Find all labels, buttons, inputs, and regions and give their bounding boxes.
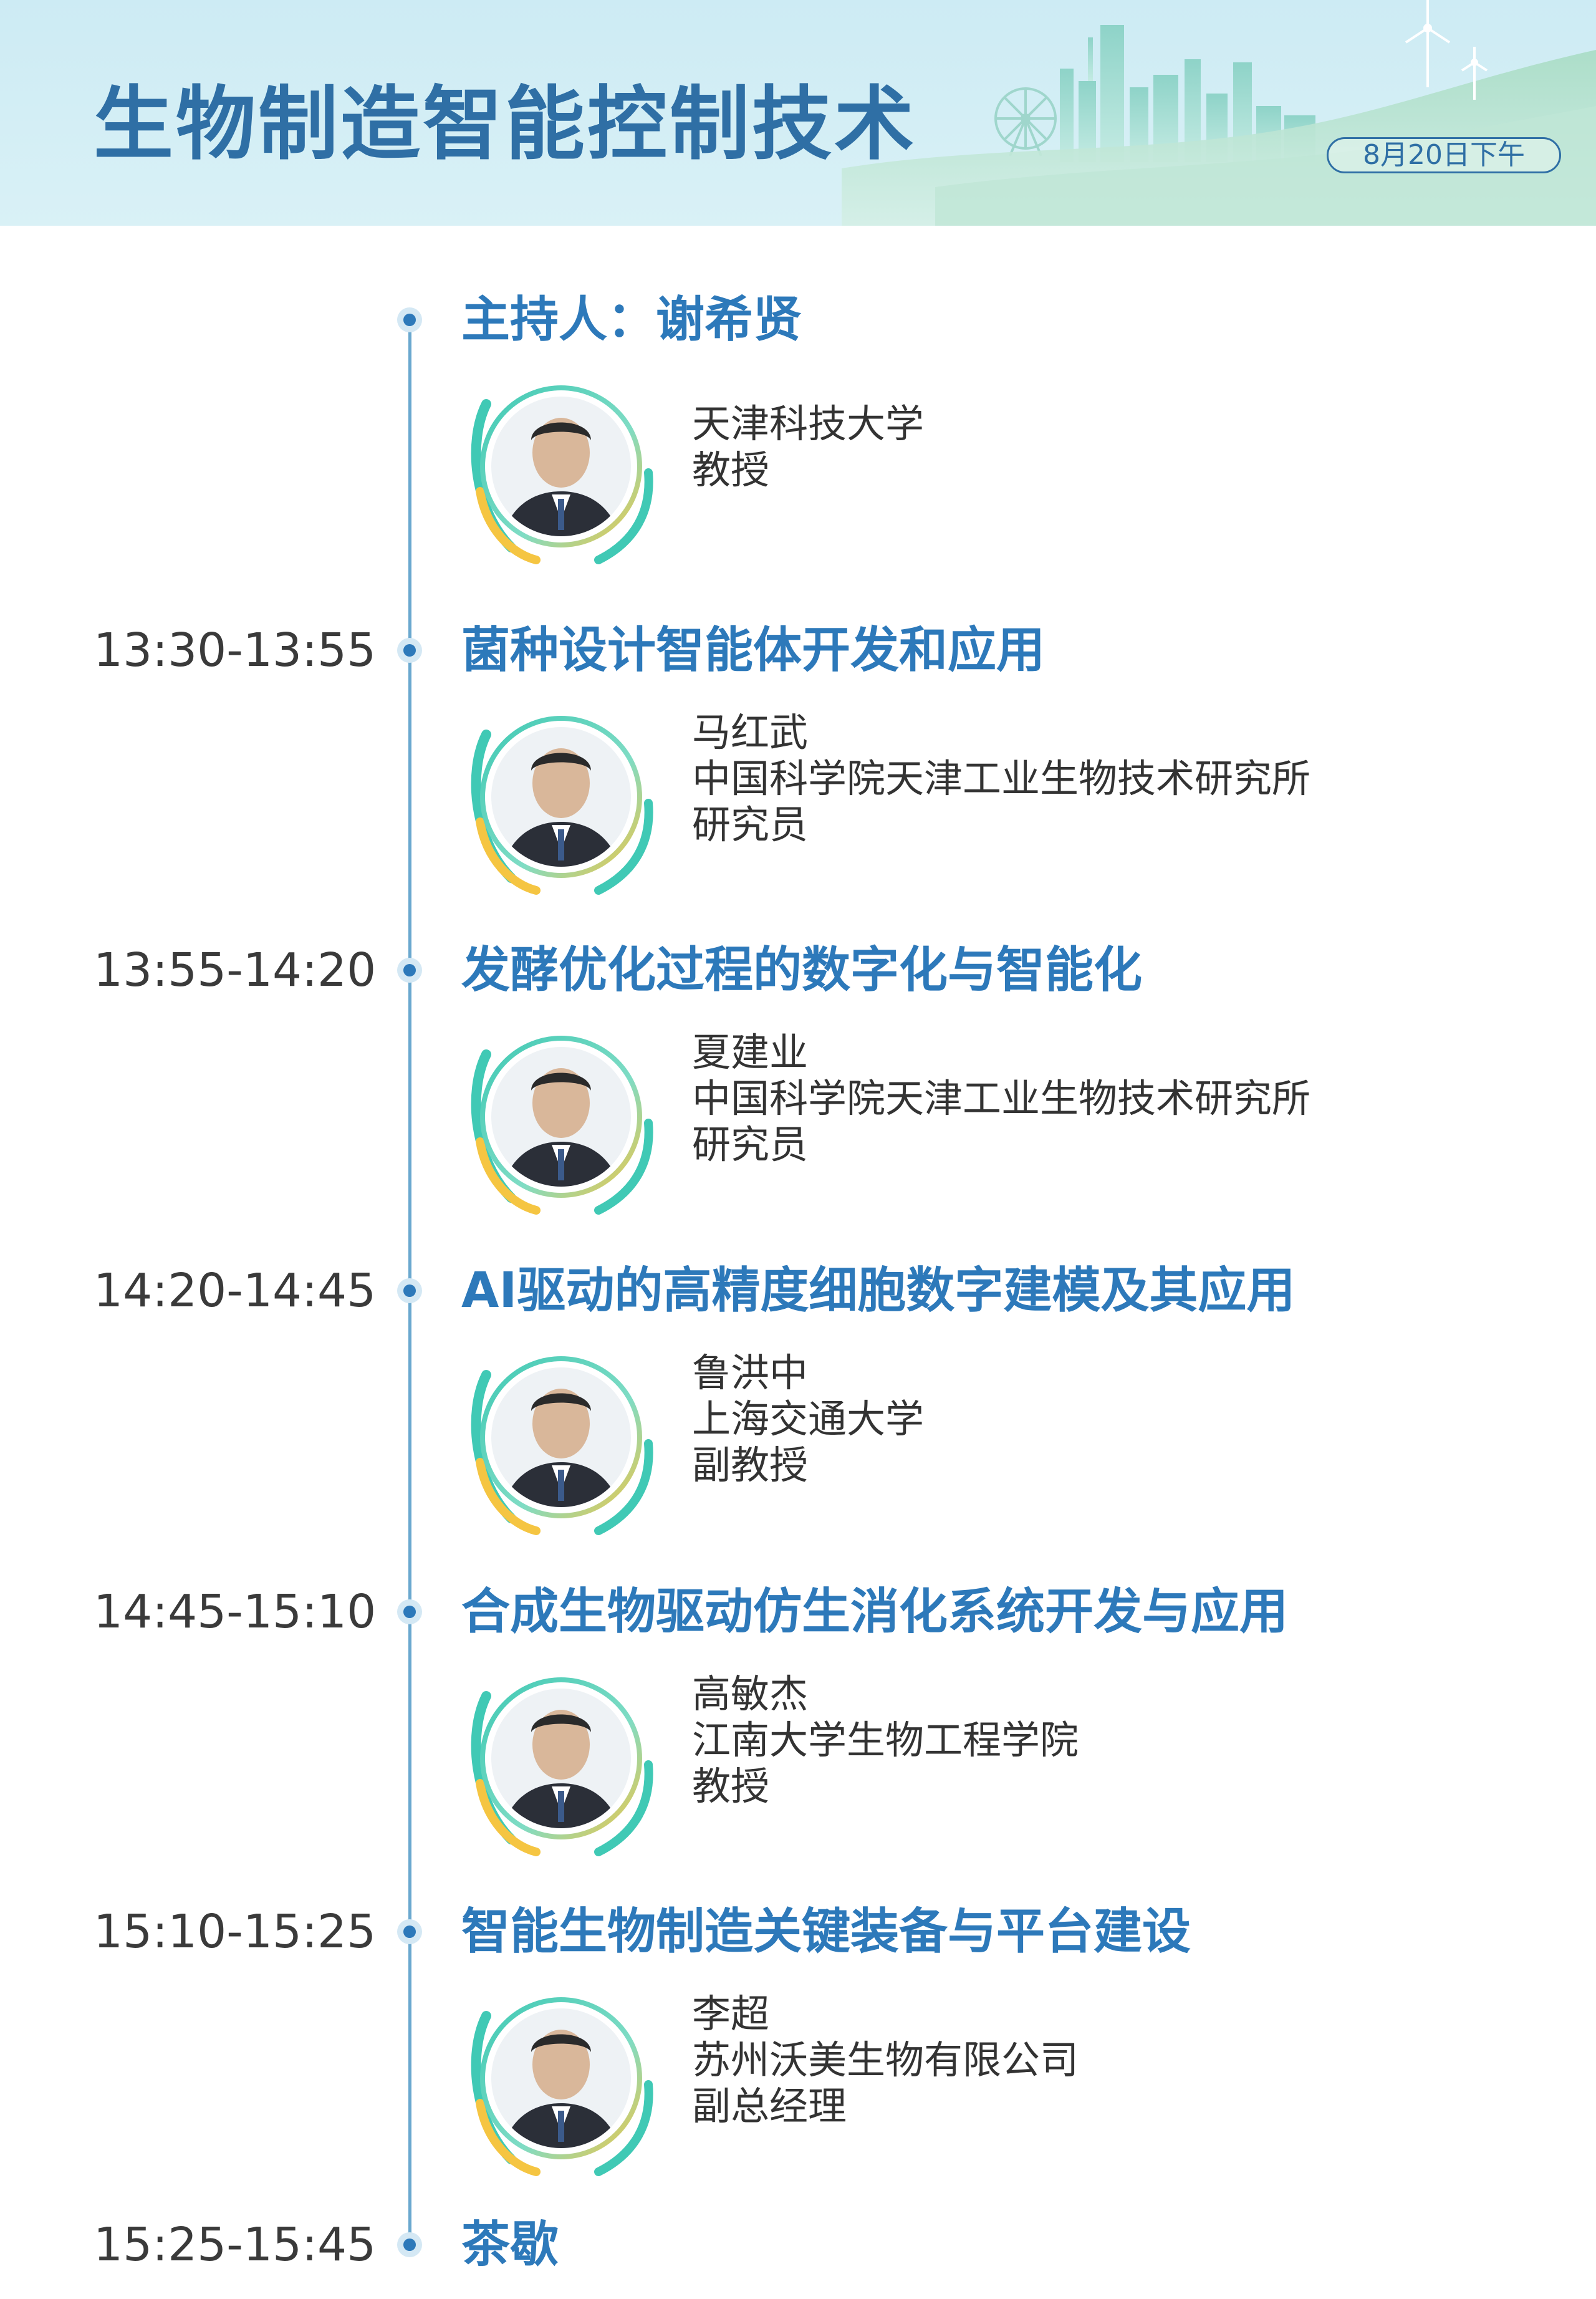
speaker-card: 高敏杰 江南大学生物工程学院 教授 <box>461 1659 1521 1858</box>
wind-turbine-icon <box>1405 0 1488 100</box>
speaker-info: 高敏杰 江南大学生物工程学院 教授 <box>692 1671 1079 1810</box>
speaker-info: 鲁洪中 上海交通大学 副教授 <box>692 1350 924 1488</box>
timeline-dot <box>397 638 422 663</box>
avatar <box>461 1659 661 1858</box>
speaker-card: 夏建业 中国科学院天津工业生物技术研究所 研究员 <box>461 1017 1521 1217</box>
speaker-card: 天津科技大学 教授 <box>461 367 1521 566</box>
timeline-dot <box>397 958 422 983</box>
session-time: 14:45-15:10 <box>94 1585 377 1639</box>
speaker-card: 李超 苏州沃美生物有限公司 副总经理 <box>461 1978 1521 2178</box>
speaker-card: 鲁洪中 上海交通大学 副教授 <box>461 1337 1521 1537</box>
timeline-dot <box>397 2232 422 2257</box>
speaker-role: 副总经理 <box>692 2083 847 2129</box>
timeline-dot <box>397 1919 422 1944</box>
speaker-affiliation: 苏州沃美生物有限公司 <box>692 2037 1079 2083</box>
ferris-wheel-icon <box>994 87 1057 157</box>
timeline-dot <box>397 307 422 332</box>
session-title: 合成生物驱动仿生消化系统开发与应用 <box>461 1584 1289 1640</box>
speaker-role: 教授 <box>692 1763 770 1809</box>
session-title: 菌种设计智能体开发和应用 <box>461 622 1046 678</box>
session-time: 13:30-13:55 <box>94 624 377 677</box>
speaker-role: 教授 <box>692 447 770 493</box>
session-time: 15:25-15:45 <box>94 2218 377 2272</box>
speaker-role: 研究员 <box>692 802 809 847</box>
speaker-name: 马红武 <box>692 710 809 755</box>
speaker-affiliation: 上海交通大学 <box>692 1396 925 1442</box>
speaker-info: 夏建业 中国科学院天津工业生物技术研究所 研究员 <box>692 1029 1310 1168</box>
timeline-dot <box>397 1599 422 1624</box>
speaker-name: 夏建业 <box>692 1029 809 1075</box>
speaker-affiliation: 中国科学院天津工业生物技术研究所 <box>692 1076 1311 1121</box>
speaker-info: 李超 苏州沃美生物有限公司 副总经理 <box>692 1991 1079 2129</box>
city-skyline-illustration <box>842 0 1596 226</box>
speaker-role: 副教授 <box>692 1442 809 1488</box>
speaker-info: 天津科技大学 教授 <box>692 401 924 493</box>
speaker-name: 李超 <box>692 1991 770 2036</box>
speaker-card: 马红武 中国科学院天津工业生物技术研究所 研究员 <box>461 697 1521 897</box>
timeline-dot <box>397 1278 422 1303</box>
date-badge: 8月20日下午 <box>1327 137 1561 173</box>
session-time: 13:55-14:20 <box>94 943 377 997</box>
avatar <box>461 367 661 566</box>
speaker-name: 鲁洪中 <box>692 1350 809 1395</box>
speaker-name: 高敏杰 <box>692 1671 809 1717</box>
avatar <box>461 697 661 897</box>
session-title: 智能生物制造关键装备与平台建设 <box>461 1904 1191 1960</box>
session-title: 发酵优化过程的数字化与智能化 <box>461 942 1143 998</box>
avatar <box>461 1017 661 1217</box>
speaker-info: 马红武 中国科学院天津工业生物技术研究所 研究员 <box>692 710 1310 848</box>
speaker-affiliation: 中国科学院天津工业生物技术研究所 <box>692 756 1311 801</box>
page-title: 生物制造智能控制技术 <box>94 78 917 171</box>
speaker-affiliation: 江南大学生物工程学院 <box>692 1717 1079 1763</box>
speaker-affiliation: 天津科技大学 <box>692 401 925 446</box>
header-banner: 生物制造智能控制技术 8月20日下午 <box>0 0 1596 226</box>
speaker-role: 研究员 <box>692 1122 809 1167</box>
session-title: 主持人：谢希贤 <box>461 292 802 348</box>
session-time: 14:20-14:45 <box>94 1264 377 1318</box>
avatar <box>461 1337 661 1537</box>
session-title: 茶歇 <box>461 2217 559 2273</box>
avatar <box>461 1978 661 2178</box>
session-title: AI驱动的高精度细胞数字建模及其应用 <box>461 1263 1296 1319</box>
session-time: 15:10-15:25 <box>94 1905 377 1959</box>
